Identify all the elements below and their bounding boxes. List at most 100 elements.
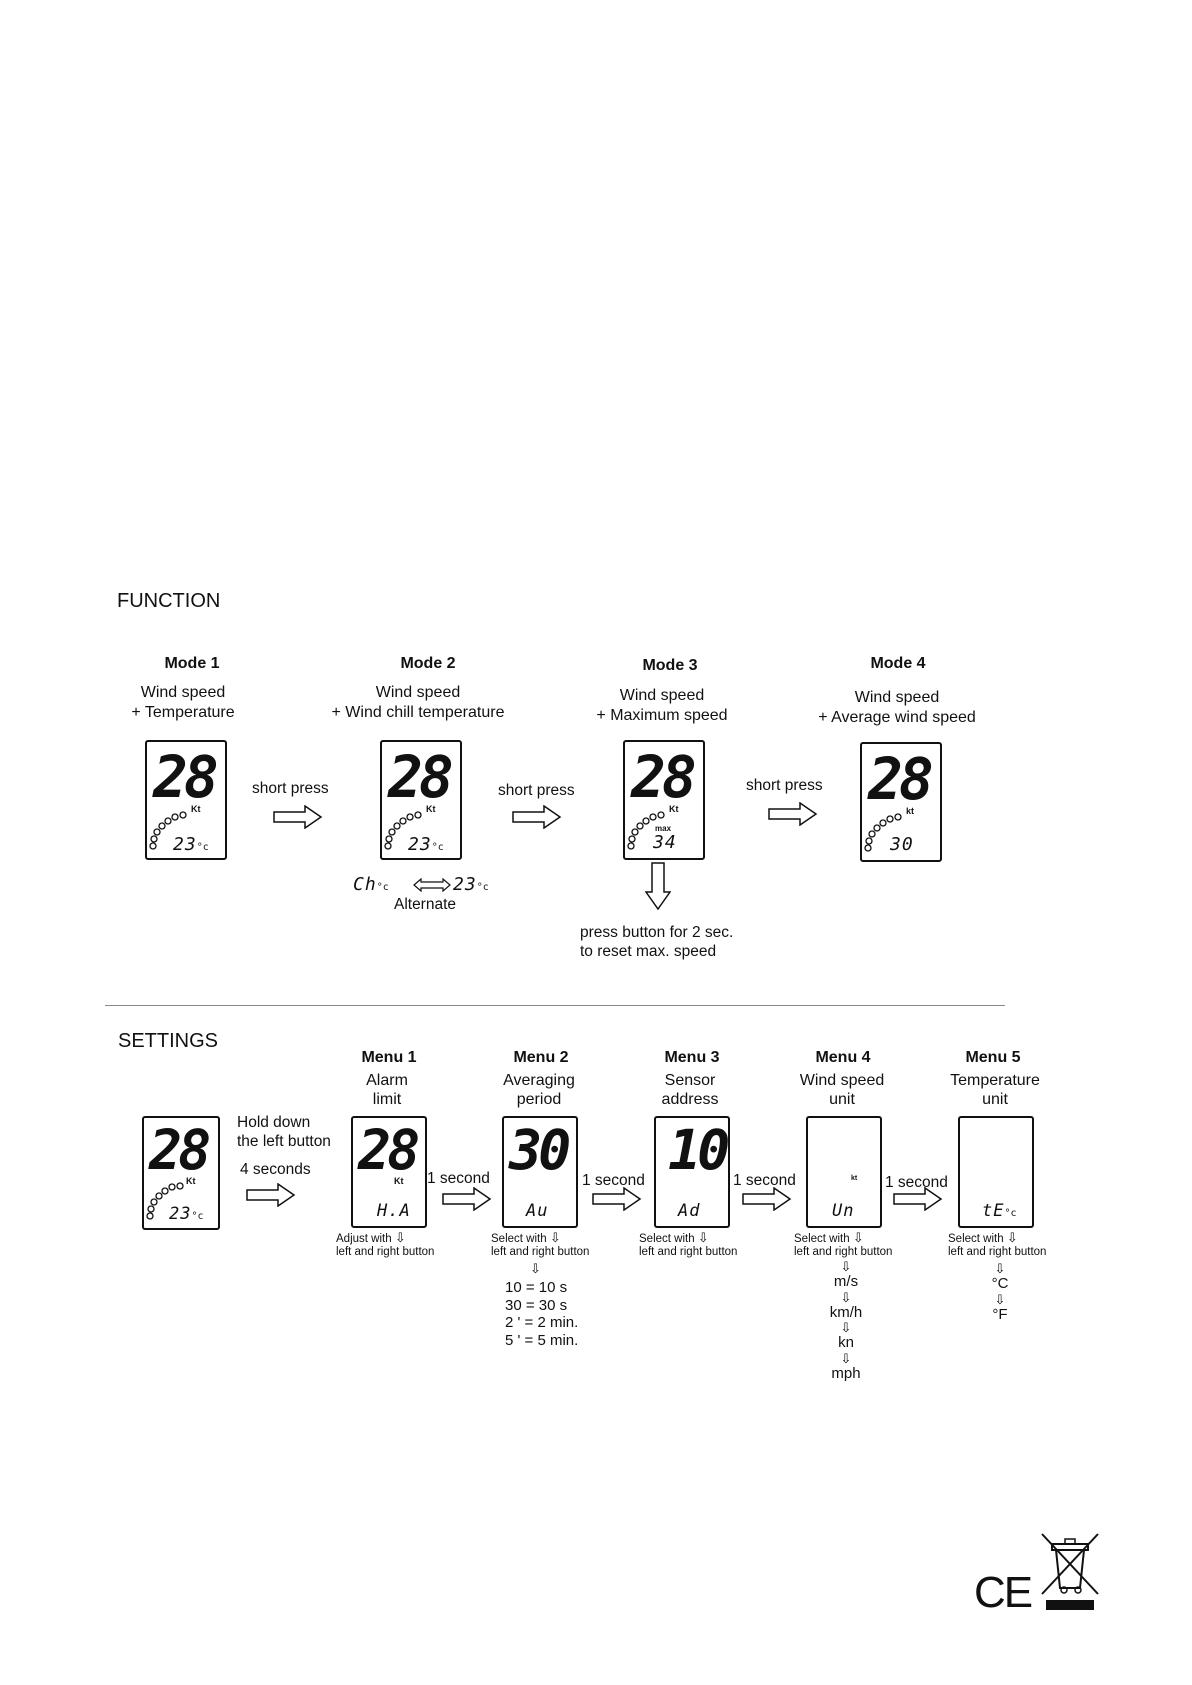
menu-code: Ad xyxy=(678,1201,701,1221)
temp-unit-options: ⇩ °C ⇩ °F xyxy=(982,1262,1018,1323)
double-arrow-icon xyxy=(413,878,451,892)
mode-2-title: Mode 2 xyxy=(400,655,456,672)
speed-readout: 28 xyxy=(149,1118,211,1182)
right-arrow-icon xyxy=(273,805,323,829)
reset-note-2: to reset max. speed xyxy=(580,943,717,960)
speed-unit-options: ⇩ m/s ⇩ km/h ⇩ kn ⇩ mph xyxy=(822,1260,870,1382)
menu-4-lcd: kt Un xyxy=(806,1116,882,1228)
temperature-unit: °c xyxy=(191,1211,204,1222)
windchill-value: 23 xyxy=(408,834,432,855)
menu-2-note-2: left and right button xyxy=(491,1246,590,1258)
down-arrow-icon: ⇩ xyxy=(994,1261,1006,1276)
mode-2-lcd: 28 Kt 23°c xyxy=(380,740,462,860)
speed-unit-option: kn xyxy=(838,1334,854,1351)
speed-unit: Kt xyxy=(191,804,201,814)
right-arrow-icon xyxy=(768,802,818,826)
alternate-label: Alternate xyxy=(393,896,457,913)
mode-4-title: Mode 4 xyxy=(870,655,926,672)
short-press-label-1: short press xyxy=(252,780,329,797)
speed-readout: 28 xyxy=(868,745,934,813)
menu-code: Un xyxy=(832,1201,855,1221)
menu-5-title: Menu 5 xyxy=(965,1049,1021,1066)
menu-3-desc-1: Sensor xyxy=(664,1072,716,1089)
down-arrow-icon: ⇩ xyxy=(852,1230,864,1245)
down-arrow-icon: ⇩ xyxy=(840,1350,852,1366)
mode-1-lcd: 28 Kt 23°c xyxy=(145,740,227,860)
average-speed-value: 30 xyxy=(890,834,914,855)
down-arrow-icon xyxy=(645,862,671,910)
alternate-left-value: Ch xyxy=(353,874,377,895)
mode-4-lcd: 28 kt 30 xyxy=(860,742,942,862)
menu-code: Au xyxy=(526,1201,549,1221)
right-arrow-icon xyxy=(742,1187,792,1211)
speed-unit: Kt xyxy=(394,1176,404,1186)
speed-readout: 28 xyxy=(153,743,219,811)
down-arrow-icon: ⇩ xyxy=(1006,1230,1018,1245)
right-arrow-icon xyxy=(592,1187,642,1211)
mode-3-desc-2: + Maximum speed xyxy=(596,707,728,724)
menu-4-note-1: Select with xyxy=(794,1233,850,1245)
menu-4-desc-1: Wind speed xyxy=(799,1072,885,1089)
menu-2-note-1: Select with xyxy=(491,1233,547,1245)
menu-1-note-1: Adjust with xyxy=(336,1233,392,1245)
down-arrow-icon: ⇩ xyxy=(840,1259,852,1274)
down-arrow-icon: ⇩ xyxy=(697,1230,709,1245)
menu-1-title: Menu 1 xyxy=(361,1049,417,1066)
windchill-unit: °c xyxy=(431,842,444,853)
wind-scale-icon xyxy=(384,811,422,850)
speed-unit: Kt xyxy=(669,804,679,814)
weee-bin-icon xyxy=(1041,1533,1099,1610)
alternate-left-unit: °c xyxy=(376,882,389,893)
hold-down-1: Hold down xyxy=(237,1114,311,1131)
speed-unit: kt xyxy=(906,806,915,816)
mode-1-desc-2: + Temperature xyxy=(131,704,235,721)
section-divider xyxy=(105,1005,1005,1006)
temperature-value: 23 xyxy=(173,834,197,855)
menu-code: tE xyxy=(982,1201,1005,1221)
mode-2-desc-1: Wind speed xyxy=(375,684,461,701)
function-heading: FUNCTION xyxy=(117,590,221,612)
settings-heading: SETTINGS xyxy=(118,1030,219,1052)
reset-note-1: press button for 2 sec. xyxy=(580,924,734,941)
short-press-label-2: short press xyxy=(498,782,575,799)
one-second-label-2: 1 second xyxy=(582,1172,645,1189)
speed-unit: Kt xyxy=(186,1176,196,1186)
speed-unit: kt xyxy=(851,1175,858,1182)
one-second-label-3: 1 second xyxy=(733,1172,796,1189)
down-arrow-icon: ⇩ xyxy=(840,1289,852,1305)
menu-2-lcd: 30 Au xyxy=(502,1116,578,1228)
mode-3-desc-1: Wind speed xyxy=(619,687,705,704)
menu-5-note-2: left and right button xyxy=(948,1246,1047,1258)
speed-readout: 28 xyxy=(631,743,697,811)
wind-scale-icon xyxy=(149,811,187,850)
wind-scale-icon xyxy=(146,1182,184,1220)
averaging-readout: 30 xyxy=(509,1118,571,1182)
menu-1-desc-2: limit xyxy=(372,1091,402,1108)
mode-3-title: Mode 3 xyxy=(642,657,698,674)
menu-3-lcd: 10 Ad xyxy=(654,1116,730,1228)
mode-1-title: Mode 1 xyxy=(164,655,220,672)
ce-mark: CE xyxy=(974,1568,1033,1617)
right-arrow-icon xyxy=(246,1183,296,1207)
menu-5-note-1: Select with xyxy=(948,1233,1004,1245)
right-arrow-icon xyxy=(512,805,562,829)
temp-unit-option: °F xyxy=(992,1305,1008,1323)
hold-down-3: 4 seconds xyxy=(240,1161,311,1178)
settings-start-lcd: 28 Kt 23°c xyxy=(142,1116,220,1230)
one-second-label-4: 1 second xyxy=(885,1174,948,1191)
menu-4-title: Menu 4 xyxy=(815,1049,871,1066)
down-arrow-icon: ⇩ xyxy=(994,1291,1006,1307)
menu-3-note-2: left and right button xyxy=(639,1246,738,1258)
short-press-label-3: short press xyxy=(746,777,823,794)
averaging-option: 30 = 30 s xyxy=(505,1296,568,1314)
speed-unit: Kt xyxy=(426,804,436,814)
mode-4-desc-1: Wind speed xyxy=(854,689,940,706)
menu-3-note-1: Select with xyxy=(639,1233,695,1245)
wind-scale-icon xyxy=(864,813,902,852)
one-second-label-1: 1 second xyxy=(427,1170,490,1187)
menu-5-lcd: tE°c xyxy=(958,1116,1034,1228)
menu-5-desc-1: Temperature xyxy=(950,1072,1040,1089)
mode-1-desc-1: Wind speed xyxy=(140,684,226,701)
wind-scale-icon xyxy=(627,811,665,850)
averaging-option: 5 ' = 5 min. xyxy=(505,1331,579,1349)
